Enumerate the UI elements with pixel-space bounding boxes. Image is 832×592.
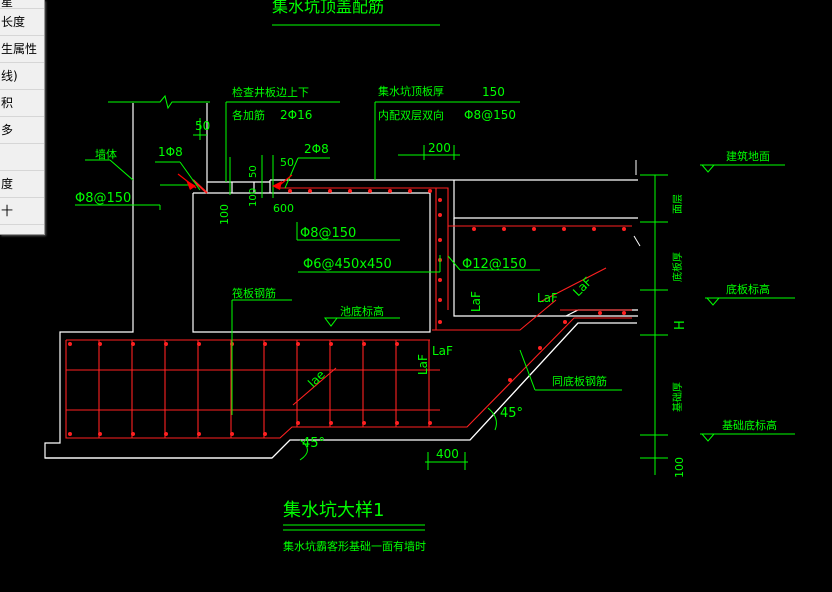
panel-item-length[interactable]: 长度 <box>0 9 44 36</box>
label-100a: 100 <box>218 204 231 225</box>
label-100b: 100 <box>248 188 259 207</box>
label-pool-bottom: 池底标高 <box>340 304 384 318</box>
label-phi12: Φ12@150 <box>462 257 527 272</box>
title-top: 集水坑顶盖配筋 <box>272 0 384 16</box>
main-title: 集水坑大样1 <box>283 500 384 521</box>
label-45-a: 45° <box>302 436 325 451</box>
panel-item-area[interactable]: 积 <box>0 90 44 117</box>
label-building-ground: 建筑地面 <box>726 149 770 163</box>
labels: 集水坑顶盖配筋 墙体 1Φ8 Φ8@150 50 检查井板边上下 各加筋 2Φ1… <box>75 0 777 553</box>
top-slab-bottom <box>453 180 638 219</box>
label-wall: 墙体 <box>95 147 117 161</box>
subtitle: 集水坑霸客形基础一面有墙时 <box>283 539 426 553</box>
label-phi8-left: Φ8@150 <box>75 191 131 206</box>
label-phi8-top: Φ8@150 <box>464 108 516 122</box>
label-1phi8: 1Φ8 <box>158 145 183 159</box>
label-same-bottom: 同底板钢筋 <box>552 374 607 388</box>
break-marks <box>633 160 641 247</box>
label-lae: lae <box>305 367 328 390</box>
label-cushion: 面层 <box>672 194 684 214</box>
label-H: H <box>673 320 688 330</box>
properties-panel[interactable]: 星 长度 生属性 线) 积 多 度 十 <box>0 0 45 235</box>
rebar-top-slab <box>280 187 449 310</box>
elevation-markers <box>324 164 721 442</box>
label-laf-3: LaF <box>432 344 453 358</box>
label-phi8-inner: Φ8@150 <box>300 226 356 241</box>
label-600: 600 <box>273 202 294 215</box>
label-100-side: 100 <box>673 457 686 478</box>
label-laf-5: LaF <box>570 274 595 299</box>
concrete-outline <box>44 103 638 459</box>
label-bottom-slab: 底板标高 <box>726 282 770 296</box>
label-slab-thk-side: 底板厚 <box>671 252 684 282</box>
label-slab-thk: 集水坑顶板厚 <box>378 84 444 98</box>
label-2phi8: 2Φ8 <box>304 142 329 156</box>
rebar-dots <box>68 189 626 436</box>
label-400: 400 <box>436 447 459 461</box>
panel-item-degree[interactable]: 度 <box>0 171 44 198</box>
label-phi6: Φ6@450x450 <box>303 257 392 272</box>
label-laf-2: LaF <box>469 291 483 312</box>
panel-item-blank[interactable] <box>0 144 44 171</box>
annotation-lines <box>75 24 795 531</box>
label-50-top: 50 <box>195 119 210 133</box>
panel-item-calc[interactable]: 十 <box>0 198 44 225</box>
panel-item-attribute[interactable]: 生属性 <box>0 36 44 63</box>
label-foundation-thk: 基础厚 <box>671 382 684 412</box>
rebar-bottom-layer <box>65 317 632 439</box>
panel-item-multi[interactable]: 多 <box>0 117 44 144</box>
leader-lines <box>177 173 293 189</box>
label-laf-1: LaF <box>537 291 558 305</box>
pit-chamber <box>192 192 431 333</box>
label-internal-double: 内配双层双向 <box>378 108 444 122</box>
slab-upper-face <box>453 218 638 317</box>
panel-item-line[interactable]: 线) <box>0 63 44 90</box>
label-2phi16: 2Φ16 <box>280 108 312 122</box>
panel-item-0[interactable]: 星 <box>0 0 44 9</box>
label-50-vert: 50 <box>248 165 259 178</box>
label-150: 150 <box>482 85 505 99</box>
label-200: 200 <box>428 141 451 155</box>
label-laf-4: LaF <box>416 354 430 375</box>
label-added-bars: 各加筋 <box>232 108 265 122</box>
label-inspection: 检查井板边上下 <box>232 85 309 99</box>
outline-left-wall <box>44 103 637 459</box>
label-foundation-bottom: 基础底标高 <box>722 418 777 432</box>
rebar-group <box>65 179 632 439</box>
rebar-lae-anchor <box>292 367 337 406</box>
label-50-mid: 50 <box>280 156 294 169</box>
label-raft-rebar: 筏板钢筋 <box>232 286 276 300</box>
label-45-b: 45° <box>500 406 523 421</box>
